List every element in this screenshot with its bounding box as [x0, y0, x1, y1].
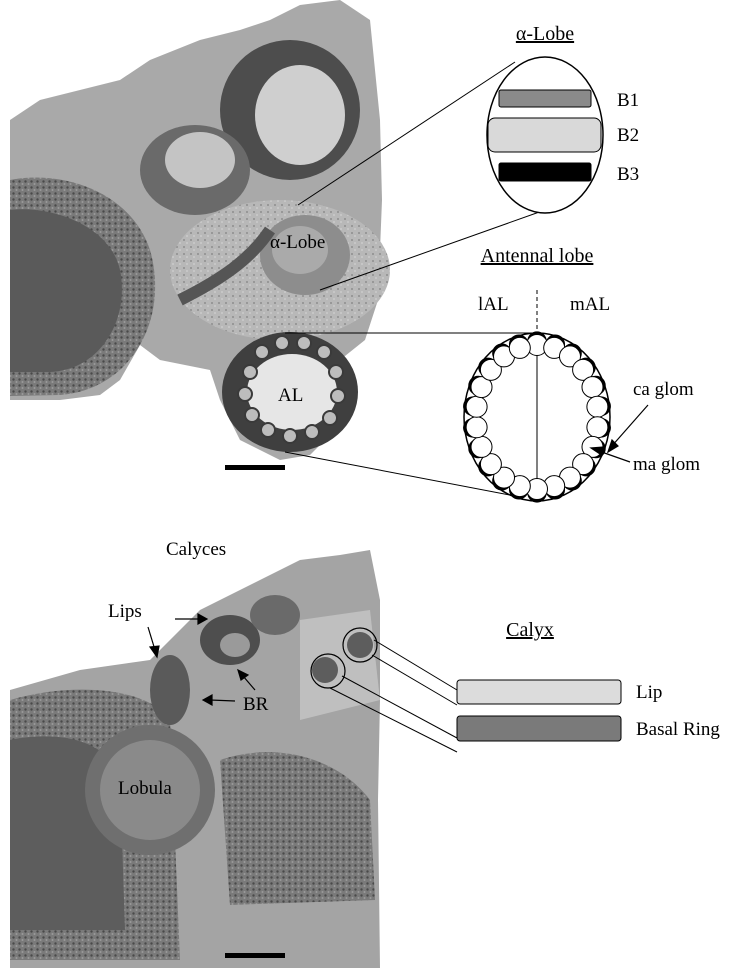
top-micrograph: α-Lobe AL: [10, 0, 390, 470]
calyx-cup-upper-core: [220, 633, 250, 657]
calyx-cup-lip: [150, 655, 190, 725]
calyx-left-core: [165, 132, 235, 188]
top-scale-bar: [225, 465, 285, 470]
band-b1: [499, 90, 591, 107]
bar-basal-ring: [457, 716, 621, 741]
bar-lip-label: Lip: [636, 682, 662, 703]
band-b3-label: B3: [617, 164, 639, 185]
band-b1-label: B1: [617, 90, 639, 111]
alpha-lobe-tissue-label: α-Lobe: [270, 232, 325, 253]
bar-lip: [457, 680, 621, 704]
al-tissue-label: AL: [278, 385, 303, 406]
lips-tissue-label: Lips: [108, 601, 142, 622]
bottom-micrograph: Calyces Lips BR Lobula: [10, 539, 380, 968]
br-tissue-label: BR: [243, 694, 269, 715]
band-b3: [499, 163, 591, 181]
calyx-cup-right: [250, 595, 300, 635]
antennal-lobe-inset: Antennal lobe lAL mAL ca glom ma glom: [463, 245, 700, 503]
alpha-lobe-inset-title: α-Lobe: [516, 23, 574, 45]
ma-glom-label: ma glom: [633, 454, 700, 475]
bottom-scale-bar: [225, 953, 285, 958]
lal-label: lAL: [478, 294, 509, 315]
mal-label: mAL: [570, 294, 610, 315]
calyx-inset: Calyx Lip Basal Ring: [457, 619, 720, 741]
lobula-tissue-label: Lobula: [118, 778, 172, 799]
calyx-inset-title: Calyx: [506, 619, 554, 641]
ca-glom-label: ca glom: [633, 379, 694, 400]
band-b2-label: B2: [617, 125, 639, 146]
alpha-lobe-inset: α-Lobe B1 B2 B3: [487, 23, 639, 213]
bar-basal-ring-label: Basal Ring: [636, 719, 720, 740]
calyx-upper-core: [255, 65, 345, 165]
antennal-lobe-inset-title: Antennal lobe: [481, 245, 594, 267]
calyces-tissue-label: Calyces: [166, 539, 226, 560]
band-b2: [488, 118, 601, 152]
